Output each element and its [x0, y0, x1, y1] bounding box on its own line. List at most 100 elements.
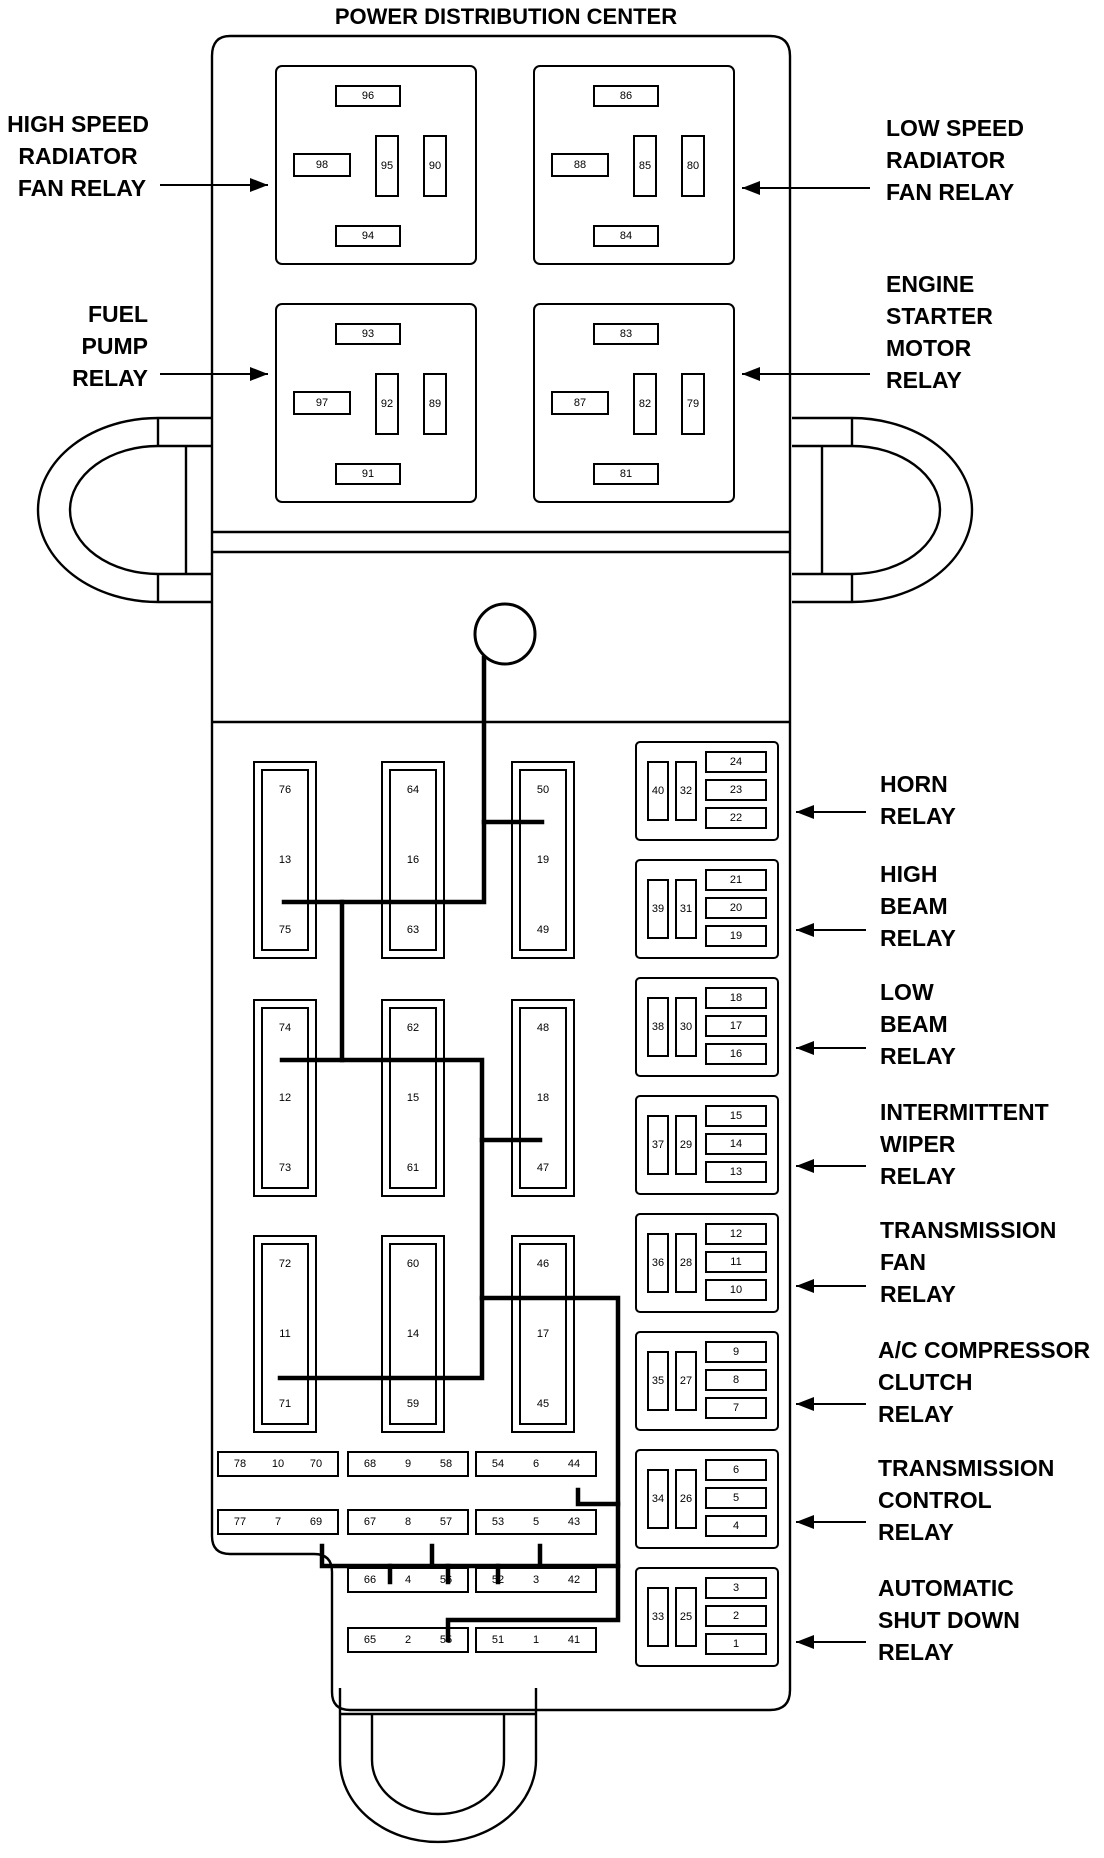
- relay-terminal: [705, 1459, 767, 1481]
- terminal-number: 39: [652, 903, 664, 915]
- fuse-number: 65: [364, 1634, 376, 1646]
- fuse-number: 76: [279, 784, 291, 796]
- relay-terminal: [675, 1115, 697, 1175]
- fuse-number: 74: [279, 1022, 291, 1034]
- terminal-number: 5: [733, 1492, 739, 1504]
- bottom-mounting-loop: [338, 1688, 538, 1844]
- fuse-number: 16: [407, 854, 419, 866]
- relay-terminal: [423, 135, 447, 197]
- fuse-number: 44: [568, 1458, 580, 1470]
- svg-text:RELAY: RELAY: [880, 1043, 956, 1069]
- svg-text:BEAM: BEAM: [880, 893, 948, 919]
- terminal-number: 1: [733, 1638, 739, 1650]
- relay-terminal: [705, 779, 767, 801]
- relay-terminal: [675, 997, 697, 1057]
- fuse-inner: [389, 1007, 437, 1189]
- relay-terminal: [593, 225, 659, 247]
- svg-text:FAN RELAY: FAN RELAY: [886, 179, 1014, 205]
- terminal-number: 13: [730, 1166, 742, 1178]
- fuse-number: 77: [234, 1516, 246, 1528]
- fuse-number: 68: [364, 1458, 376, 1470]
- svg-text:RELAY: RELAY: [880, 1281, 956, 1307]
- fuse-inner: [261, 769, 309, 951]
- terminal-number: 15: [730, 1110, 742, 1122]
- terminal-number: 21: [730, 874, 742, 886]
- right-mounting-loop: [792, 416, 974, 604]
- fuse-number: 15: [407, 1092, 419, 1104]
- svg-text:FAN RELAY: FAN RELAY: [18, 175, 146, 201]
- arrow-icon: [796, 805, 866, 819]
- fuse-number: 71: [279, 1398, 291, 1410]
- fuse-number: 7: [275, 1516, 281, 1528]
- relay-terminal: [675, 879, 697, 939]
- fuse-inner: [519, 1243, 567, 1425]
- relay-terminal: [705, 1577, 767, 1599]
- relay-terminal: [647, 761, 669, 821]
- arrow-icon: [160, 367, 268, 381]
- arrow-icon: [796, 1515, 866, 1529]
- relay-terminal: [681, 135, 705, 197]
- svg-text:BEAM: BEAM: [880, 1011, 948, 1037]
- fuse-number: 63: [407, 924, 419, 936]
- terminal-number: 35: [652, 1375, 664, 1387]
- label-automatic-shut-down-relay: AUTOMATIC SHUT DOWN RELAY: [878, 1575, 1020, 1665]
- svg-text:RELAY: RELAY: [886, 367, 962, 393]
- terminal-number: 98: [316, 159, 328, 171]
- fuse-block: [347, 1509, 469, 1535]
- fuse-block: [217, 1509, 339, 1535]
- relay-terminal: [335, 225, 401, 247]
- arrow-icon: [796, 1041, 866, 1055]
- terminal-number: 22: [730, 812, 742, 824]
- fuse-number: 10: [272, 1458, 284, 1470]
- relay-terminal: [705, 925, 767, 947]
- terminal-number: 97: [316, 397, 328, 409]
- relay-terminal: [705, 1487, 767, 1509]
- left-mounting-loop: [36, 416, 212, 604]
- svg-text:A/C COMPRESSOR: A/C COMPRESSOR: [878, 1337, 1091, 1363]
- terminal-number: 23: [730, 784, 742, 796]
- terminal-number: 34: [652, 1493, 664, 1505]
- svg-text:RADIATOR: RADIATOR: [18, 143, 138, 169]
- label-horn-relay: HORN RELAY: [880, 771, 956, 829]
- relay-terminal: [647, 1587, 669, 1647]
- fuse-number: 11: [279, 1328, 290, 1340]
- arrow-icon: [742, 181, 870, 195]
- terminal-number: 18: [730, 992, 742, 1004]
- relay-terminal: [705, 1251, 767, 1273]
- relay-terminal: [675, 761, 697, 821]
- fuse-block: [475, 1509, 597, 1535]
- relay-terminal: [293, 391, 351, 415]
- fuse-number: 58: [440, 1458, 452, 1470]
- svg-text:HIGH: HIGH: [880, 861, 938, 887]
- terminal-number: 85: [639, 160, 651, 172]
- terminal-number: 36: [652, 1257, 664, 1269]
- relay-terminal: [551, 391, 609, 415]
- terminal-number: 29: [680, 1139, 692, 1151]
- label-transmission-fan-relay: TRANSMISSION FAN RELAY: [880, 1217, 1056, 1307]
- fuse-number: 69: [310, 1516, 322, 1528]
- relay-terminal: [705, 1369, 767, 1391]
- relay-terminal: [675, 1233, 697, 1293]
- fuse-number: 67: [364, 1516, 376, 1528]
- label-high-speed-radiator-fan-relay: HIGH SPEED RADIATOR FAN RELAY: [7, 111, 149, 201]
- terminal-number: 80: [687, 160, 699, 172]
- svg-text:RELAY: RELAY: [878, 1519, 954, 1545]
- relay-terminal: [705, 1105, 767, 1127]
- fuse-number: 3: [533, 1574, 539, 1586]
- fuse-number: 57: [440, 1516, 452, 1528]
- relay-terminal: [675, 1351, 697, 1411]
- fuse-number: 46: [537, 1258, 549, 1270]
- svg-text:RELAY: RELAY: [880, 925, 956, 951]
- terminal-number: 87: [574, 397, 586, 409]
- svg-text:HIGH SPEED: HIGH SPEED: [7, 111, 149, 137]
- fuse-number: 9: [405, 1458, 411, 1470]
